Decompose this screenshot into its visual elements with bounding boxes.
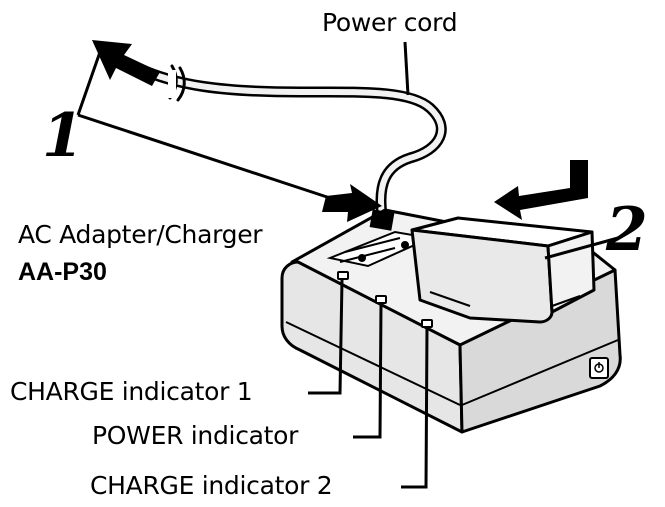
power-cord-leader bbox=[403, 41, 410, 96]
cord-break bbox=[168, 70, 176, 98]
device-name-label: AC Adapter/Charger bbox=[18, 220, 263, 249]
battery-pack bbox=[410, 216, 596, 324]
step-2-number: 2 bbox=[606, 195, 648, 265]
charge-indicator-2-label: CHARGE indicator 2 bbox=[90, 471, 333, 500]
step-1-number: 1 bbox=[42, 101, 84, 171]
power-switch-icon bbox=[589, 357, 609, 379]
power-plug-icon bbox=[369, 209, 395, 231]
indicator-led bbox=[337, 271, 433, 328]
arrow-icon bbox=[92, 40, 160, 86]
indicator-leaders bbox=[308, 279, 429, 489]
power-cord bbox=[132, 62, 447, 221]
charge-indicator-1-label: CHARGE indicator 1 bbox=[10, 377, 253, 406]
arrow-icon bbox=[494, 160, 588, 220]
step-1-leaders bbox=[76, 51, 331, 200]
step-2-leader bbox=[544, 236, 619, 260]
battery-slot bbox=[326, 230, 434, 268]
power-indicator-label: POWER indicator bbox=[92, 421, 299, 450]
arrow-icon bbox=[322, 184, 382, 222]
power-cord-label: Power cord bbox=[322, 8, 458, 37]
model-label: AA-P30 bbox=[18, 258, 107, 286]
